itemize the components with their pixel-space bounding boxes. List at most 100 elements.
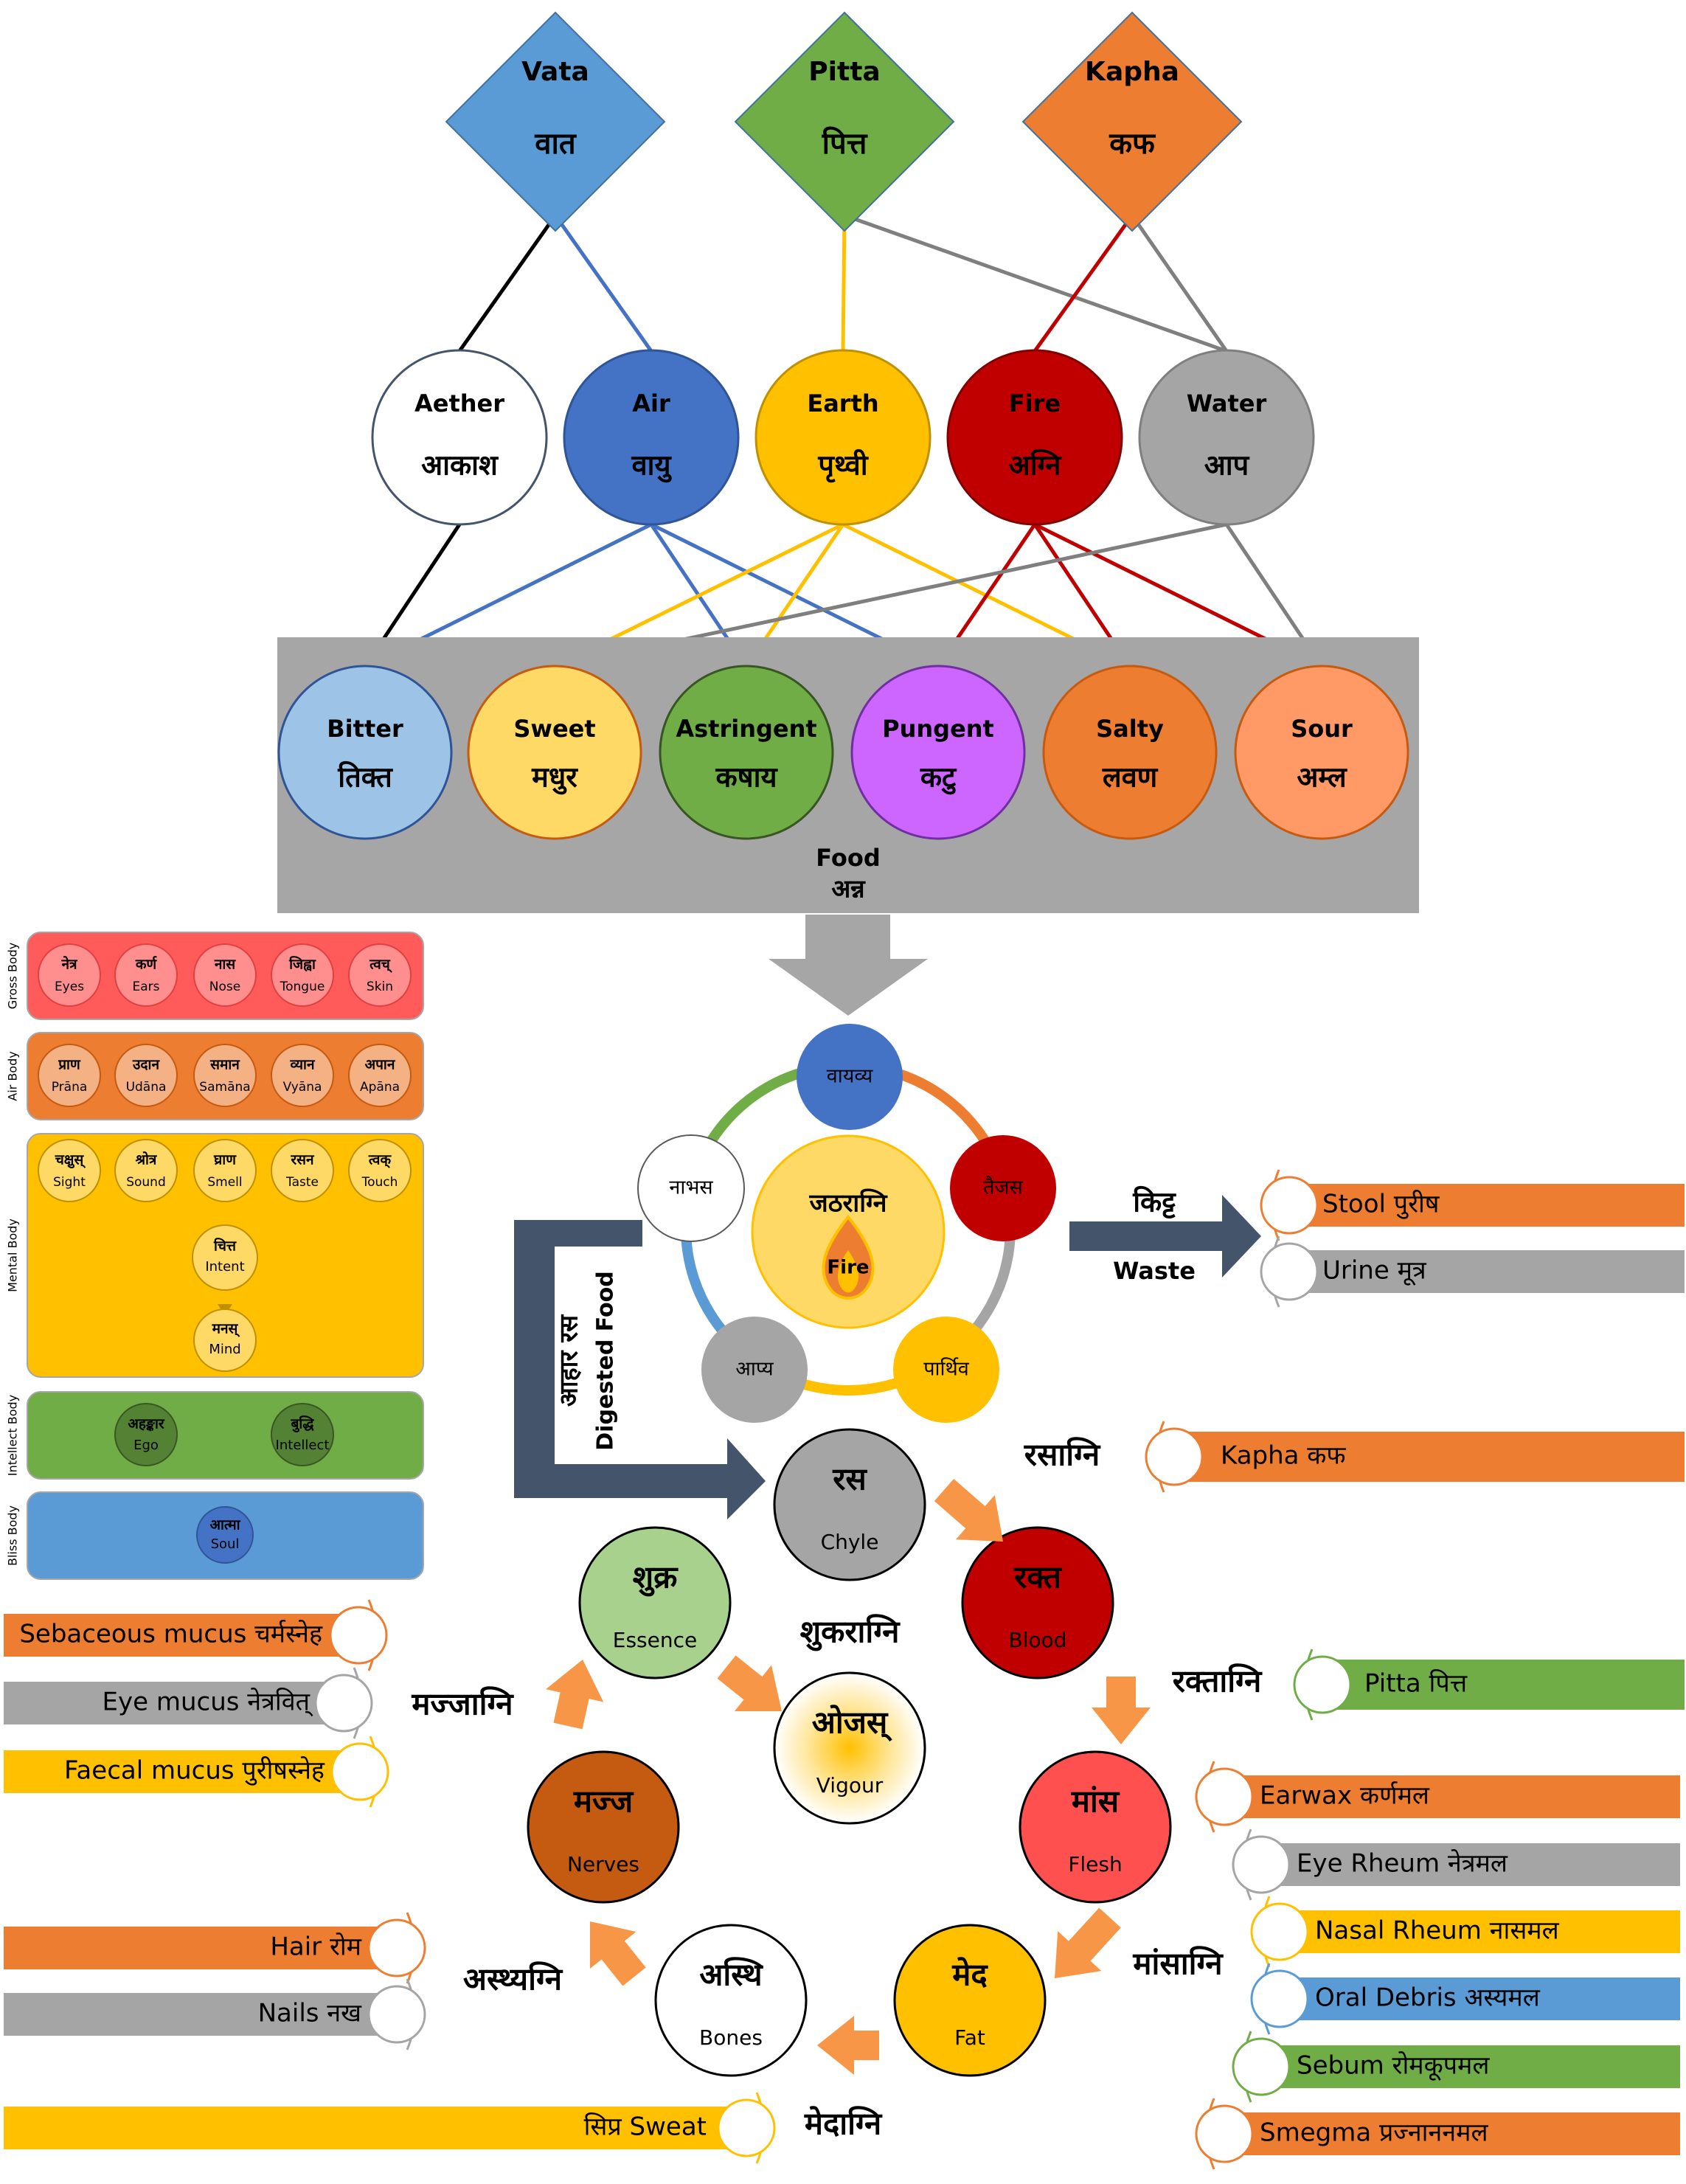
agni-label-shukra: शुकराग्नि <box>800 1614 901 1651</box>
mala-mamsa-5-circle <box>1195 2104 1254 2163</box>
dhatu-devanagari: मेद <box>951 1957 988 1993</box>
mental-item-4 <box>348 1139 412 1202</box>
taste-devanagari: कषाय <box>715 761 778 794</box>
mala-mamsa-4-bar <box>1261 2045 1680 2088</box>
dhatu-shukra <box>578 1526 732 1679</box>
panel-item-english: Udāna <box>126 1080 167 1095</box>
dhatu-english: Flesh <box>1068 1852 1122 1876</box>
agni-taijasa <box>950 1135 1056 1241</box>
taste-name: Sweet <box>513 715 595 743</box>
taste-name: Sour <box>1291 715 1353 743</box>
dhatu-english: Blood <box>1008 1628 1066 1652</box>
waste-devanagari: किट्ट <box>1132 1186 1176 1219</box>
dhatu-english: Bones <box>699 2025 763 2050</box>
taste-bitter <box>277 665 453 840</box>
panel-item-devanagari: त्वच् <box>369 957 393 974</box>
waste-arrow <box>1069 1195 1261 1278</box>
dhatu-english: Fat <box>954 2025 985 2050</box>
element-devanagari: आप <box>1204 449 1250 482</box>
gross-item-2 <box>193 943 257 1007</box>
dhatu-english: Nerves <box>567 1852 639 1876</box>
mala-faecal-label: Faecal mucus पुरीषस्नेह <box>64 1756 325 1786</box>
taste-astringent <box>659 665 834 840</box>
agni-label-asthi: अस्थ्यग्नि <box>463 1961 563 1997</box>
element-devanagari: अग्नि <box>1009 449 1063 482</box>
panel-air-title: Air Body <box>6 1051 20 1100</box>
jatharagni-english: Fire <box>827 1257 869 1279</box>
mala-sebaceous-bar <box>4 1614 347 1657</box>
panel-item-english: Skin <box>367 980 393 994</box>
panel-mental-title: Mental Body <box>6 1218 20 1292</box>
mental-mind <box>193 1308 257 1372</box>
taste-sour <box>1234 665 1409 840</box>
mala-stool-bar <box>1302 1184 1685 1227</box>
element-name: Earth <box>807 389 878 417</box>
mala-urine-circle <box>1260 1242 1319 1301</box>
mala-sebaceous-label: Sebaceous mucus चर्मस्नेह <box>19 1620 323 1649</box>
mala-hair-circle <box>367 1918 426 1977</box>
intent-english: Intent <box>205 1259 244 1275</box>
mental-item-2 <box>193 1139 257 1202</box>
panel-item-english: Soul <box>211 1536 240 1552</box>
air-item-3 <box>271 1044 334 1107</box>
dhatu-english: Chyle <box>821 1530 879 1554</box>
mala-kapha-label: Kapha कफ <box>1221 1441 1346 1471</box>
mala-mamsa-1-circle <box>1232 1835 1291 1894</box>
dosha-name: Vata <box>521 57 589 87</box>
panel-item-devanagari: घ्राण <box>213 1152 237 1168</box>
panel-item-english: Smell <box>207 1175 242 1190</box>
element-devanagari: वायु <box>631 449 672 483</box>
dhatu-devanagari: मज्ज <box>573 1783 634 1820</box>
dosha-devanagari: पित्त <box>822 126 868 161</box>
arrow-majja-shukra <box>546 1660 604 1730</box>
mala-faecal-bar <box>4 1750 347 1793</box>
taste-devanagari: मधुर <box>531 761 578 795</box>
jatharagni-label: जठराग्नि <box>809 1188 888 1218</box>
mala-mamsa-0-circle <box>1195 1767 1254 1826</box>
element-fire <box>946 349 1123 526</box>
arrow-mamsa-meda <box>1055 1907 1121 1978</box>
panel-item-devanagari: बुद्धि <box>291 1415 315 1433</box>
mental-intent <box>192 1224 258 1291</box>
gross-item-1 <box>114 943 178 1007</box>
dhatu-ojas <box>773 1671 926 1825</box>
dhatu-rasa <box>773 1428 926 1581</box>
food-label: Food <box>816 844 880 872</box>
panel-item-english: Prāna <box>52 1080 88 1095</box>
mala-sebaceous-circle <box>329 1606 388 1665</box>
mala-nails-circle <box>367 1985 426 2044</box>
panel-item-english: Sight <box>53 1175 86 1190</box>
panel-item-english: Taste <box>285 1175 319 1190</box>
panel-item-devanagari: नेत्र <box>60 956 78 973</box>
mala-mamsa-3-circle <box>1250 1969 1309 2028</box>
taste-name: Salty <box>1096 715 1164 743</box>
arrow-meda-asthi <box>817 2016 879 2075</box>
bliss-soul <box>196 1506 254 1564</box>
gross-item-3 <box>271 943 334 1007</box>
mala-mamsa-3-bar <box>1280 1977 1680 2020</box>
dosha-devanagari: वात <box>534 127 577 161</box>
intellect-item-0 <box>114 1403 178 1466</box>
element-air <box>563 349 740 526</box>
agni-apya <box>701 1317 808 1423</box>
panel-item-english: Sound <box>126 1175 166 1190</box>
panel-item-english: Apāna <box>360 1080 400 1095</box>
flame-inner-icon <box>837 1250 859 1293</box>
taste-devanagari: तिक्त <box>337 761 393 794</box>
arrow-rasa-rakta <box>934 1478 1003 1542</box>
mind-devanagari: मनस् <box>212 1321 241 1338</box>
panel-gross-title: Gross Body <box>6 943 20 1010</box>
mala-mamsa-1-label: Eye Rheum नेत्रमल <box>1297 1849 1508 1879</box>
air-item-2 <box>193 1044 257 1107</box>
panel-item-devanagari: उदान <box>132 1057 160 1073</box>
mala-mamsa-3-label: Oral Debris अस्यमल <box>1315 1983 1541 2013</box>
mental-item-3 <box>271 1139 334 1202</box>
agni-satellite-label: पार्थिव <box>923 1357 970 1381</box>
panel-item-english: Intellect <box>276 1438 330 1453</box>
gross-item-0 <box>38 943 101 1007</box>
gross-item-4 <box>348 943 412 1007</box>
line-pitta-water <box>844 213 1227 353</box>
mala-mamsa-2-label: Nasal Rheum नासमल <box>1315 1916 1560 1946</box>
taste-sweet <box>467 665 642 840</box>
dosha-kapha <box>1021 11 1243 232</box>
